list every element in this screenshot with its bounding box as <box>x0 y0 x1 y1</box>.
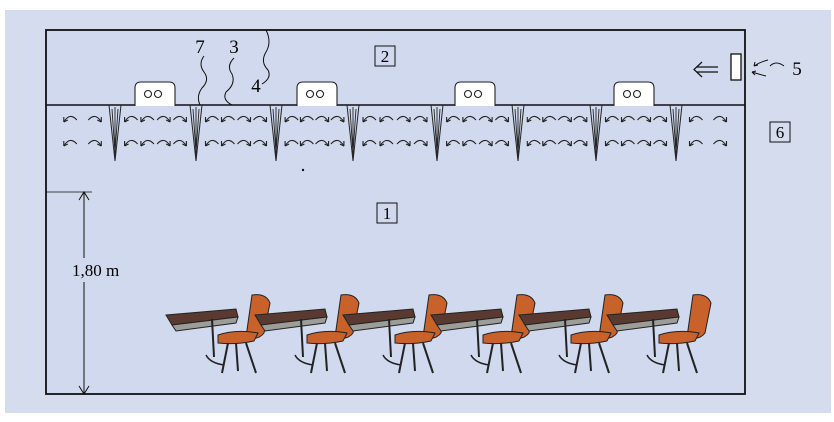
marker-dot <box>302 169 304 171</box>
label-6: 6 <box>776 123 785 142</box>
height-label: 1,80 m <box>72 261 119 280</box>
label-3: 3 <box>229 37 239 58</box>
light-fixture-icon <box>455 82 495 106</box>
air-inlet-grille <box>731 54 741 80</box>
label-1: 1 <box>383 204 392 223</box>
label-4: 4 <box>251 76 261 97</box>
label-5: 5 <box>792 59 802 80</box>
light-fixture-icon <box>614 82 654 106</box>
label-7: 7 <box>195 37 205 58</box>
label-2: 2 <box>381 47 390 66</box>
light-fixture-icon <box>135 82 175 106</box>
light-fixture-icon <box>297 82 337 106</box>
